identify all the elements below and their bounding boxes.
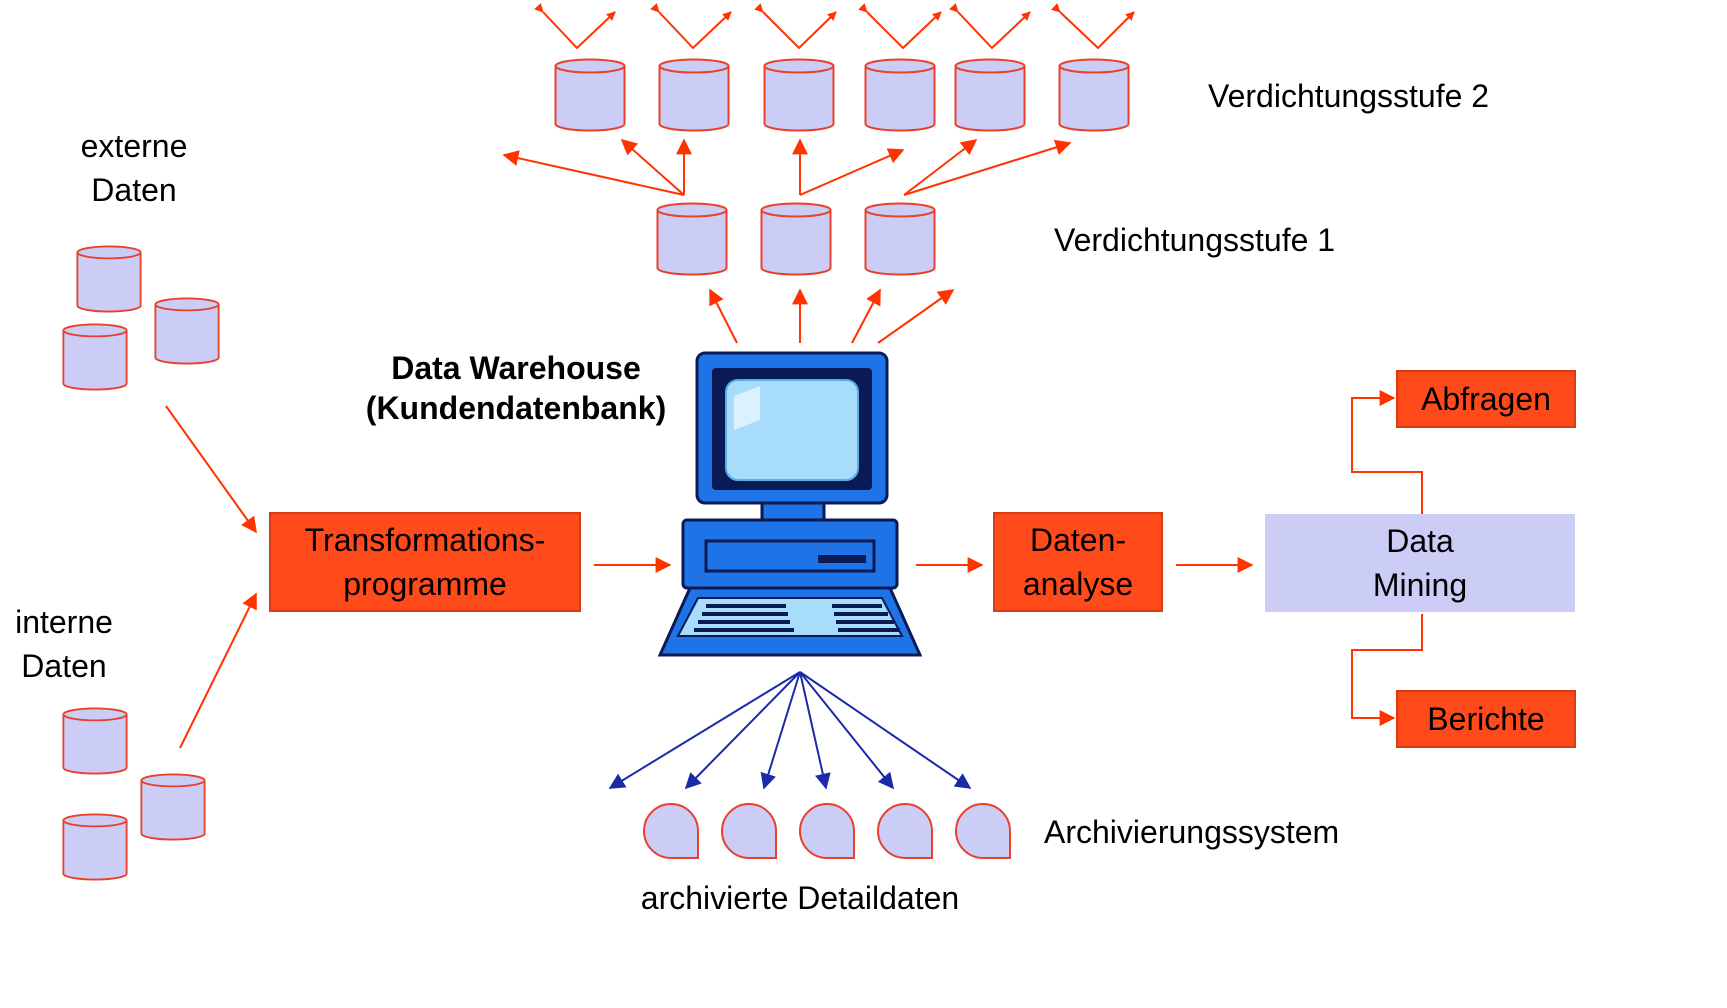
sources-to-transform-arrows <box>165 405 257 749</box>
reports-label: Berichte <box>1427 701 1545 737</box>
warehouse-label-line2: (Kundendatenbank) <box>365 390 667 426</box>
archive-disc-2 <box>721 803 777 859</box>
data-analysis-line1: Daten- <box>1029 522 1127 558</box>
internal-database-2 <box>140 773 206 841</box>
stage2-database-6 <box>1058 58 1130 132</box>
data-analysis-line2: analyse <box>1022 566 1134 602</box>
archived-details-label: archivierte Detaildaten <box>640 880 960 916</box>
archive-disc-4 <box>877 803 933 859</box>
reports-box: Berichte <box>1396 690 1576 748</box>
stage1-databases <box>656 202 936 276</box>
data-mining-box: Data Mining <box>1265 514 1575 612</box>
archive-disc-3 <box>799 803 855 859</box>
stage2-databases <box>554 58 1130 132</box>
archive-disc-5 <box>955 803 1011 859</box>
data-mining-line1: Data <box>1386 523 1454 559</box>
external-label-line1: externe <box>80 128 188 164</box>
stage2-database-4 <box>864 58 936 132</box>
internal-database-3 <box>62 813 128 881</box>
transformation-box: Transformations- programme <box>269 512 581 612</box>
warehouse-to-stage1-arrows <box>709 288 955 344</box>
stage1-database-1 <box>656 202 728 276</box>
data-analysis-box: Daten- analyse <box>993 512 1163 612</box>
internal-databases <box>62 707 206 881</box>
stage2-label: Verdichtungsstufe 2 <box>1208 78 1490 114</box>
transformation-line1: Transformations- <box>304 522 546 558</box>
queries-box: Abfragen <box>1396 370 1576 428</box>
external-database-2 <box>154 297 220 365</box>
warehouse-label: Data Warehouse (Kundendatenbank) <box>344 348 688 428</box>
archive-system-label: Archivierungssystem <box>1044 814 1340 850</box>
stage2-database-5 <box>954 58 1026 132</box>
stage1-to-stage2-arrows <box>502 138 1072 196</box>
stage2-database-2 <box>658 58 730 132</box>
stage2-output-arrows <box>534 3 1135 50</box>
external-database-3 <box>62 323 128 391</box>
data-mining-line2: Mining <box>1372 567 1468 603</box>
stage1-label: Verdichtungsstufe 1 <box>1054 222 1336 258</box>
internal-label-line1: interne <box>15 604 113 640</box>
archive-arrows <box>608 671 972 790</box>
warehouse-label-line1: Data Warehouse <box>391 350 641 386</box>
queries-label: Abfragen <box>1421 381 1551 417</box>
external-data-label: externe Daten <box>64 124 204 212</box>
transformation-line2: programme <box>343 566 507 602</box>
internal-data-label: interne Daten <box>0 600 128 688</box>
mining-branch-arrows <box>1351 390 1423 726</box>
external-database-1 <box>76 245 142 313</box>
archive-disc-1 <box>643 803 699 859</box>
stage2-database-1 <box>554 58 626 132</box>
internal-label-line2: Daten <box>21 648 107 684</box>
external-label-line2: Daten <box>91 172 177 208</box>
stage1-database-2 <box>760 202 832 276</box>
archive-discs <box>643 803 1011 859</box>
computer-icon <box>657 351 923 657</box>
stage2-database-3 <box>763 58 835 132</box>
internal-database-1 <box>62 707 128 775</box>
stage1-database-3 <box>864 202 936 276</box>
external-databases <box>62 245 220 391</box>
